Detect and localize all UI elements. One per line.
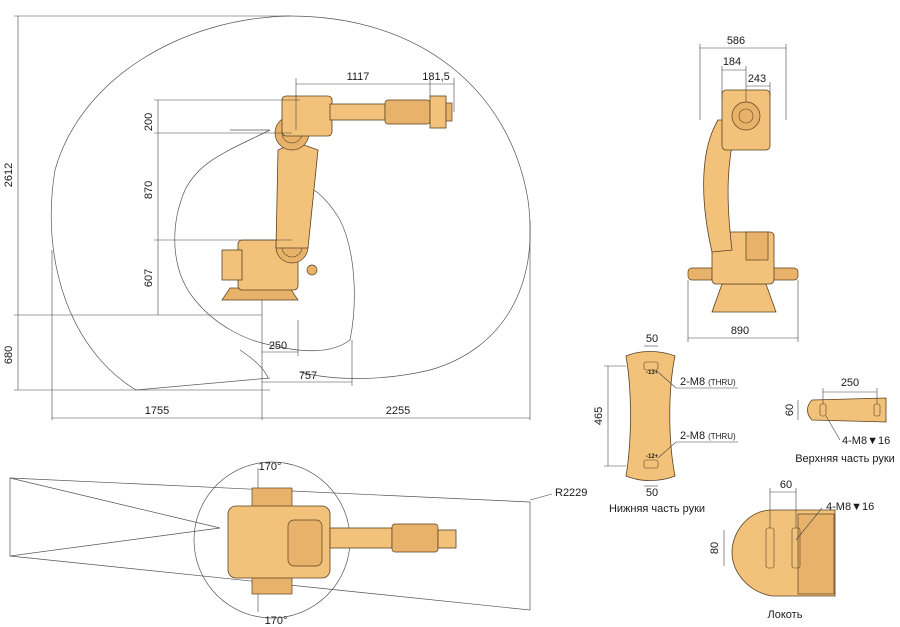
- dim-586: 586: [727, 35, 745, 47]
- dim-60-elbow: 60: [780, 479, 792, 491]
- mark-13: -13+: [646, 370, 659, 376]
- outer-reach-envelope: [50, 15, 531, 391]
- top-wrist: [391, 523, 439, 553]
- radius-r2229: R2229: [555, 487, 587, 499]
- dim-465: 465: [593, 407, 605, 425]
- side-view: 2612 680 200 870 607 1117 181,5 250 757 …: [3, 15, 531, 420]
- wrist-flange: [429, 95, 447, 129]
- dim-757: 757: [299, 370, 317, 382]
- dim-250-upper: 250: [841, 377, 859, 389]
- dim-870: 870: [143, 181, 155, 199]
- inner-arc-lower: [239, 349, 269, 379]
- wrist-housing: [384, 99, 431, 125]
- dim-181-5: 181,5: [422, 71, 450, 83]
- upper-holes: 4-M8▼16: [842, 435, 890, 447]
- hole-label-1: 2-M8 (THRU): [680, 376, 736, 388]
- dim-243: 243: [748, 73, 766, 85]
- dim-50-top: 50: [646, 333, 658, 345]
- mark-12: -12+: [646, 454, 659, 460]
- top-reach-envelope: [9, 477, 221, 557]
- elbow-holes: 4-M8▼16: [826, 501, 874, 513]
- dim-250-side: 250: [269, 340, 287, 352]
- dim-680: 680: [3, 346, 15, 364]
- lower-arm-detail: -13+ -12+ 50 50 465 2-M8 (THRU) 2-M8 (TH…: [593, 333, 738, 515]
- elbow-caption: Локоть: [768, 609, 803, 621]
- dim-1755: 1755: [145, 405, 169, 417]
- upper-arm-housing: [281, 95, 333, 137]
- dim-2255: 2255: [386, 405, 410, 417]
- dim-200: 200: [143, 113, 155, 131]
- lower-arm-shape: [625, 351, 676, 481]
- upper-arm: [329, 103, 386, 121]
- top-arm: [329, 527, 393, 549]
- hole-label-2: 2-M8 (THRU): [680, 430, 736, 442]
- dim-2612: 2612: [3, 163, 15, 187]
- dim-1117: 1117: [347, 71, 370, 83]
- front-flange: [731, 101, 761, 131]
- inner-reach-envelope: [174, 129, 355, 352]
- dim-184: 184: [723, 56, 741, 68]
- upper-arm-detail: 250 60 4-M8▼16 Верхняя часть руки: [784, 377, 895, 465]
- upper-arm-shape: [807, 397, 887, 423]
- upper-arm-caption: Верхняя часть руки: [795, 453, 895, 465]
- cable-knob: [306, 264, 318, 276]
- angle-top: 170°: [259, 461, 282, 473]
- front-base: [711, 283, 777, 313]
- dim-60-upper: 60: [784, 404, 796, 416]
- top-view: 170° 170° R2229: [9, 461, 587, 627]
- dim-50-bottom: 50: [646, 487, 658, 499]
- elbow-detail: 60 80 4-M8▼16 Локоть: [709, 479, 874, 621]
- lower-arm: [275, 141, 319, 249]
- dim-890: 890: [731, 325, 749, 337]
- front-view: 586 184 243 890: [687, 35, 799, 342]
- angle-bottom: 170°: [265, 615, 288, 627]
- lower-arm-caption: Нижняя часть руки: [609, 503, 705, 515]
- motor-block: [221, 249, 243, 281]
- dim-607: 607: [143, 269, 155, 287]
- dim-80-elbow: 80: [709, 542, 721, 554]
- robot-side: [221, 95, 453, 301]
